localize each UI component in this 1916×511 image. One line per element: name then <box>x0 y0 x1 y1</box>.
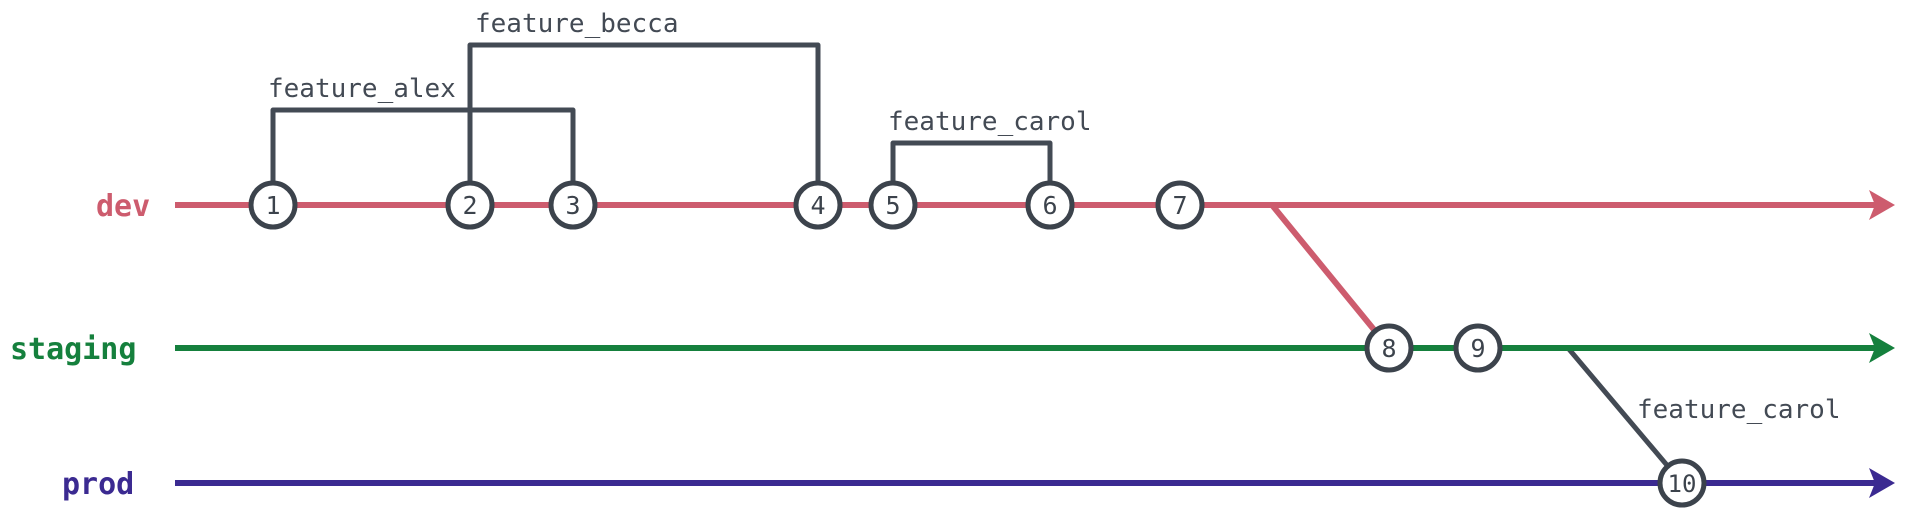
dev-to-staging-merge-line <box>1269 202 1392 351</box>
commit-label-7: 7 <box>1172 191 1187 220</box>
commit-circle-5[interactable] <box>868 180 918 230</box>
commit-circle-2[interactable] <box>445 180 495 230</box>
feature_carol-label-top: feature_carol <box>888 107 1092 137</box>
branch-arrow-dev <box>1869 190 1895 220</box>
commit-label-6: 6 <box>1042 191 1057 220</box>
branch-arrow-prod <box>1869 468 1895 498</box>
commit-circle-7[interactable] <box>1155 180 1205 230</box>
commit-label-9: 9 <box>1470 334 1485 363</box>
commit-label-5: 5 <box>885 191 900 220</box>
commit-circle-10[interactable] <box>1657 458 1707 508</box>
commit-node-1[interactable]: 1 <box>248 180 298 230</box>
commit-nodes-group: 1 2 3 4 5 6 7 8 9 10 <box>248 180 1707 508</box>
commit-label-4: 4 <box>810 191 825 220</box>
commit-circle-8[interactable] <box>1364 323 1414 373</box>
feature_becca-bracket <box>467 42 821 208</box>
commit-node-9[interactable]: 9 <box>1453 323 1503 373</box>
staging-to-prod-merge-line <box>1565 345 1685 486</box>
commit-circle-3[interactable] <box>548 180 598 230</box>
feature_alex-bracket <box>270 107 576 208</box>
merge-group: feature_carol <box>1269 202 1841 486</box>
commit-node-5[interactable]: 5 <box>868 180 918 230</box>
branch-label-prod: prod <box>62 467 134 502</box>
commit-label-8: 8 <box>1381 334 1396 363</box>
branch-labels-group: dev staging prod <box>10 189 150 502</box>
feature-branch-group-feature_alex: feature_alex <box>268 74 576 208</box>
branch-label-dev: dev <box>96 189 150 224</box>
commit-label-10: 10 <box>1668 470 1697 498</box>
commit-circle-6[interactable] <box>1025 180 1075 230</box>
feature_becca-label: feature_becca <box>475 9 679 39</box>
commit-label-3: 3 <box>565 191 580 220</box>
feature_carol-bracket <box>890 140 1053 208</box>
branch-lines-group <box>175 190 1895 498</box>
commit-node-7[interactable]: 7 <box>1155 180 1205 230</box>
branch-arrow-staging <box>1869 333 1895 363</box>
commit-label-2: 2 <box>462 191 477 220</box>
merge-label-feature_carol: feature_carol <box>1637 395 1841 425</box>
commit-label-1: 1 <box>265 191 280 220</box>
feature-branch-group-feature_carol: feature_carol <box>888 107 1092 208</box>
branch-label-staging: staging <box>10 332 136 367</box>
feature-branch-group-feature_becca: feature_becca <box>467 9 821 208</box>
commit-node-6[interactable]: 6 <box>1025 180 1075 230</box>
commit-node-3[interactable]: 3 <box>548 180 598 230</box>
commit-circle-9[interactable] <box>1453 323 1503 373</box>
commit-circle-1[interactable] <box>248 180 298 230</box>
feature_alex-label: feature_alex <box>268 74 456 104</box>
commit-node-2[interactable]: 2 <box>445 180 495 230</box>
commit-node-10[interactable]: 10 <box>1657 458 1707 508</box>
commit-circle-4[interactable] <box>793 180 843 230</box>
commit-node-4[interactable]: 4 <box>793 180 843 230</box>
commit-node-8[interactable]: 8 <box>1364 323 1414 373</box>
